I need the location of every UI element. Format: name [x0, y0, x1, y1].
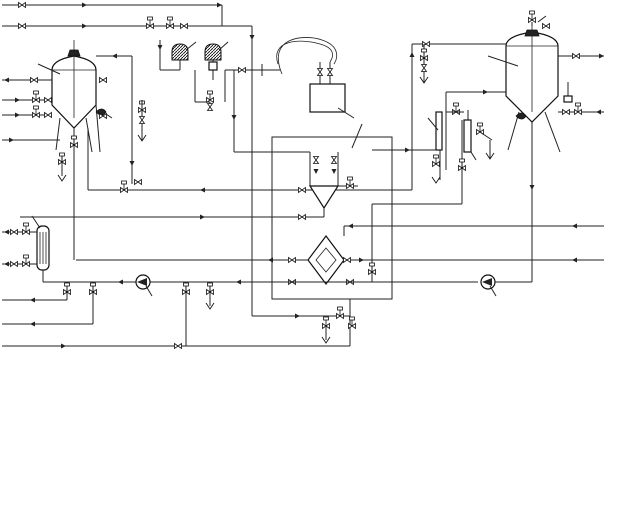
- left-reactor-outlet: [57, 128, 412, 260]
- right-instrument-cluster: [372, 89, 506, 204]
- bottom-pump-line: [2, 70, 604, 349]
- left-reactor-vessel: [37, 40, 113, 153]
- left-heat-exchanger: [2, 215, 50, 282]
- central-filtration-box: [20, 123, 604, 300]
- agitator-motor-icon: [67, 49, 81, 57]
- right-reactor-vessel: [487, 15, 604, 153]
- top-feed-lines: [2, 2, 255, 70]
- right-reactor-feed: [409, 10, 550, 190]
- left-reactor-inlets: [2, 53, 147, 184]
- filter-units: [157, 40, 252, 152]
- flexible-hose-and-drum: [234, 37, 355, 119]
